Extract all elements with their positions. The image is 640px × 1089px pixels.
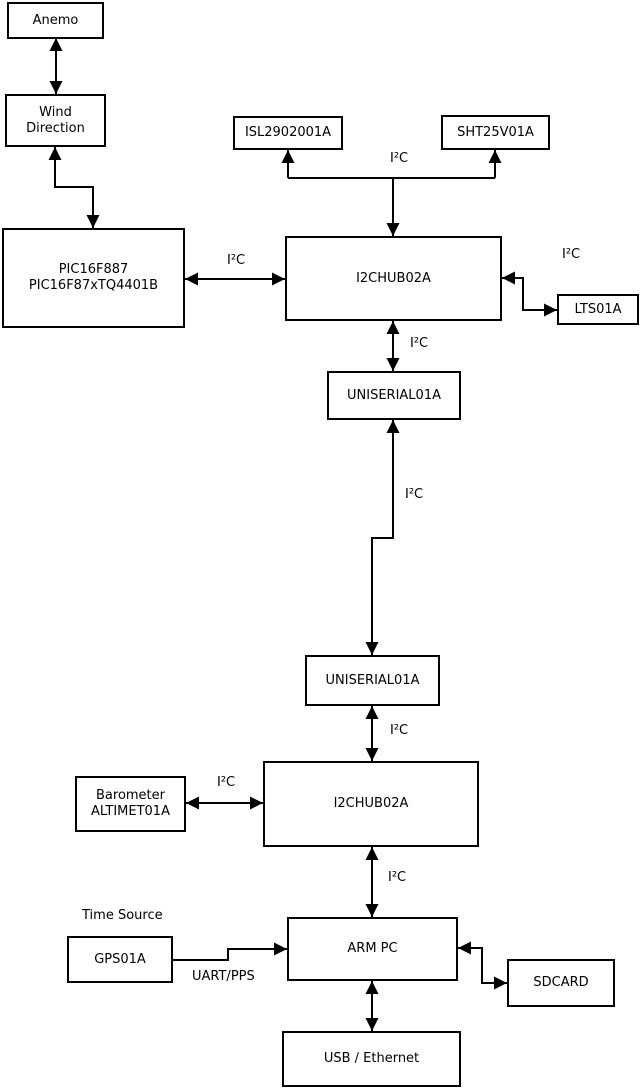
node-sht-sensor: SHT25V01A [441, 115, 550, 150]
node-sdcard: SDCARD [507, 959, 615, 1007]
node-i2c-hub-bottom-label: I2CHUB02A [333, 796, 409, 811]
node-anemometer-label: Anemo [32, 12, 79, 28]
node-uniserial-bottom-label: UNISERIAL01A [325, 672, 420, 688]
node-arm-pc-label: ARM PC [347, 941, 398, 956]
i2c-label-uniserial-hub2: I²C [390, 723, 409, 738]
node-anemometer: Anemo [7, 2, 104, 39]
node-gps: GPS01A [67, 936, 173, 983]
node-lts-sensor: LTS01A [557, 294, 639, 325]
node-wind-direction: Wind Direction [5, 94, 106, 147]
node-gps-label: GPS01A [94, 951, 146, 967]
node-arm-pc: ARM PC [287, 917, 458, 981]
node-i2c-hub-top-label: I2CHUB02A [356, 270, 431, 286]
node-isl-sensor-label: ISL2902001A [244, 125, 332, 140]
edge-gps-armpc [173, 942, 287, 961]
node-lts-sensor-label: LTS01A [574, 301, 622, 317]
edge-wind-pic [48, 147, 100, 228]
node-uniserial-bottom: UNISERIAL01A [305, 655, 440, 706]
node-uniserial-top-label: UNISERIAL01A [347, 387, 441, 403]
node-isl-sensor: ISL2902001A [233, 116, 343, 150]
edge-uniserial1-uniserial2 [365, 420, 400, 655]
uart-pps-label: UART/PPS [192, 969, 255, 984]
edge-hub1-lts [502, 271, 557, 317]
i2c-label-hub-uniserial: I²C [410, 336, 429, 351]
node-i2c-hub-top: I2CHUB02A [285, 236, 502, 321]
i2c-label-sensor-branch: I²C [390, 151, 409, 166]
node-barometer: Barometer ALTIMET01A [75, 776, 186, 832]
node-usb-ethernet: USB / Ethernet [282, 1031, 461, 1087]
node-sht-sensor-label: SHT25V01A [457, 124, 534, 140]
edge-armpc-sdcard [458, 941, 507, 990]
node-sdcard-label: SDCARD [533, 975, 589, 990]
node-wind-direction-label: Wind Direction [26, 104, 85, 136]
i2c-label-barometer-hub2: I²C [217, 775, 236, 790]
time-source-label: Time Source [82, 908, 163, 923]
node-uniserial-top: UNISERIAL01A [327, 371, 461, 420]
node-pic-microcontroller: PIC16F887 PIC16F87xTQ4401B [2, 228, 185, 328]
node-usb-ethernet-label: USB / Ethernet [323, 1051, 420, 1066]
node-pic-microcontroller-label: PIC16F887 PIC16F87xTQ4401B [28, 262, 159, 293]
i2c-label-hub2-armpc: I²C [388, 870, 407, 885]
node-i2c-hub-bottom: I2CHUB02A [263, 761, 479, 847]
node-barometer-label: Barometer ALTIMET01A [91, 788, 170, 819]
i2c-label-pic-hub: I²C [227, 253, 246, 268]
i2c-label-long-link: I²C [405, 487, 424, 502]
i2c-label-hub-lts: I²C [562, 247, 581, 262]
